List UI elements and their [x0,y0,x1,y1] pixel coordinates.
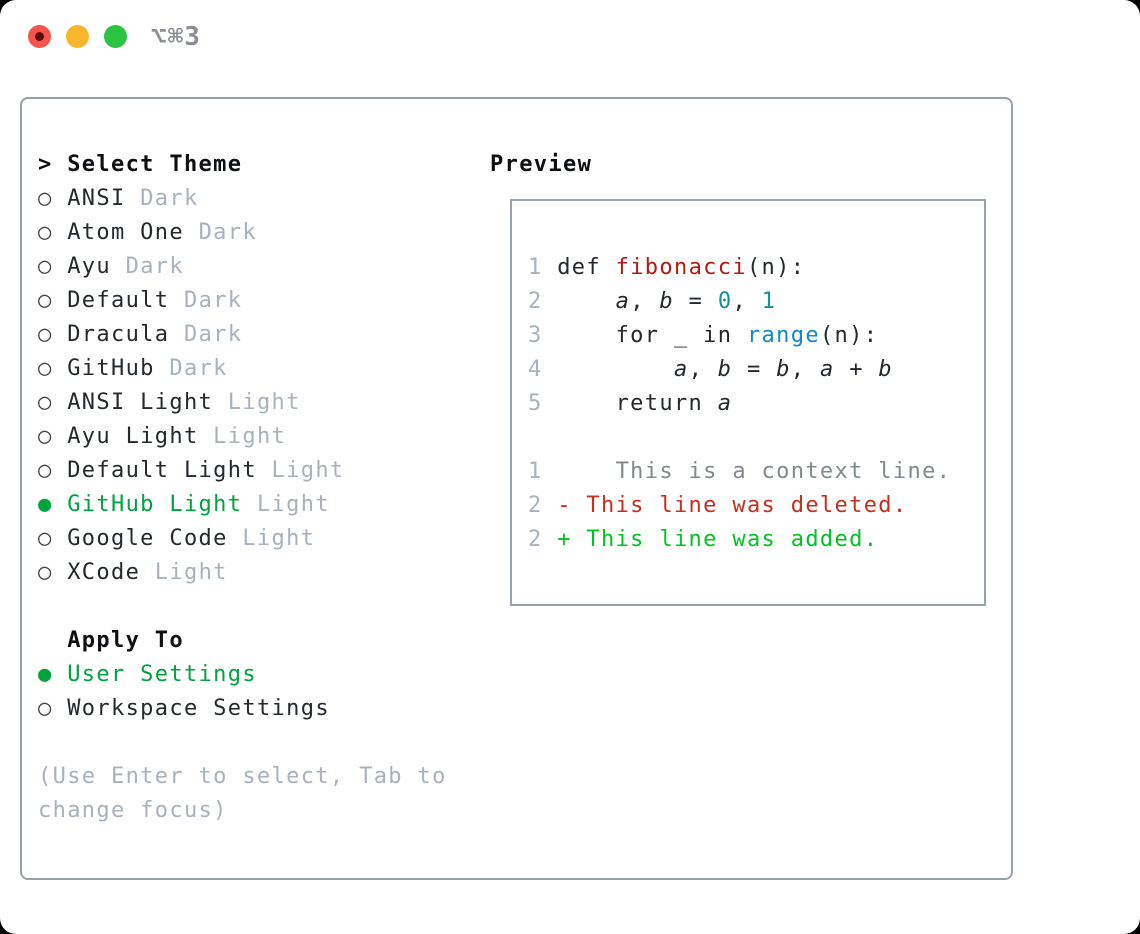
spacer-line [38,726,447,760]
theme-name: ANSI [52,186,126,211]
radio-icon: ○ [38,254,53,279]
theme-option-github-light[interactable]: ● GitHub Light Light [38,488,447,522]
diff-added-line: 2 + This line was added. [528,527,879,552]
radio-icon: ○ [38,288,53,313]
theme-option-xcode[interactable]: ○ XCode Light [38,556,447,590]
line-number: 4 [528,357,543,382]
keyboard-hint-line: (Use Enter to select, Tab to [38,764,447,789]
theme-name: ANSI Light [52,390,214,415]
diff-deleted-line: 2 - This line was deleted. [528,493,908,518]
line-number: 1 [528,255,543,280]
theme-option-ayu[interactable]: ○ Ayu Dark [38,250,447,284]
radio-icon: ○ [38,356,53,381]
code-line-1: 1 def fibonacci(n): [528,255,806,280]
theme-variant-tag: Dark [169,322,243,347]
line-number: 5 [528,391,543,416]
theme-option-ansi[interactable]: ○ ANSI Dark [38,182,447,216]
radio-icon: ○ [38,526,53,551]
theme-name: Google Code [52,526,228,551]
line-number: 2 [528,289,543,314]
theme-name: Ayu Light [52,424,199,449]
theme-option-dracula[interactable]: ○ Dracula Dark [38,318,447,352]
preview-box: 1 def fibonacci(n): 2 a, b = 0, 1 3 for _ … [510,199,986,606]
select-theme-header: > Select Theme [38,152,243,177]
theme-variant-tag: Dark [111,254,184,279]
theme-variant-tag: Dark [169,288,243,313]
theme-variant-tag: Light [227,526,316,551]
preview-code: 1 def fibonacci(n): 2 a, b = 0, 1 3 for _ … [528,251,951,557]
radio-icon: ○ [38,560,53,585]
close-button[interactable] [28,25,51,48]
theme-variant-tag: Dark [154,356,228,381]
blank-line [528,421,951,455]
theme-option-ayu-light[interactable]: ○ Ayu Light Light [38,420,447,454]
theme-option-atom-one[interactable]: ○ Atom One Dark [38,216,447,250]
zoom-button[interactable] [104,25,127,48]
apply-option-workspace-settings[interactable]: ○ Workspace Settings [38,692,447,726]
window-title: ⌥⌘3 [151,22,201,52]
radio-icon: ○ [38,458,53,483]
minimize-button[interactable] [66,25,89,48]
theme-variant-tag: Light [140,560,228,585]
line-number: 1 [528,459,543,484]
theme-name: Ayu [52,254,111,279]
theme-option-google-code[interactable]: ○ Google Code Light [38,522,447,556]
theme-menu: > Select Theme○ ANSI Dark○ Atom One Dark… [38,148,447,828]
line-number: 2 [528,527,543,552]
radio-icon: ○ [38,220,53,245]
apply-option-user-settings[interactable]: ● User Settings [38,658,447,692]
code-line-2: 2 a, b = 0, 1 [528,289,777,314]
theme-variant-tag: Light [198,424,287,449]
radio-icon: ○ [38,186,53,211]
diff-context-line: 1 This is a context line. [528,459,952,484]
code-line-3: 3 for _ in range(n): [528,323,879,348]
theme-name: Atom One [52,220,184,245]
radio-icon: ○ [38,696,53,721]
code-line-5: 5 return a [528,391,733,416]
spacer-line [38,590,447,624]
selected-radio-icon: ● [38,492,53,517]
preview-header: Preview [490,152,593,177]
theme-selector-panel [20,97,1013,880]
apply-option-label: Workspace Settings [52,696,330,721]
theme-option-default[interactable]: ○ Default Dark [38,284,447,318]
theme-name: Default [52,288,170,313]
keyboard-hint-line: change focus) [38,798,228,823]
radio-icon: ○ [38,390,53,415]
theme-variant-tag: Dark [125,186,199,211]
theme-name: Dracula [52,322,170,347]
theme-name: Default Light [52,458,257,483]
theme-option-github[interactable]: ○ GitHub Dark [38,352,447,386]
theme-variant-tag: Light [242,492,330,517]
apply-option-label: User Settings [52,662,257,687]
theme-variant-tag: Light [256,458,345,483]
radio-icon: ○ [38,322,53,347]
theme-variant-tag: Light [213,390,301,415]
line-number: 3 [528,323,543,348]
theme-variant-tag: Dark [183,220,257,245]
code-line-4: 4 a, b = b, a + b [528,357,894,382]
theme-name: GitHub Light [52,492,243,517]
theme-name: GitHub [52,356,155,381]
theme-option-ansi-light[interactable]: ○ ANSI Light Light [38,386,447,420]
apply-to-header: Apply To [38,628,184,653]
theme-option-default-light[interactable]: ○ Default Light Light [38,454,447,488]
theme-name: XCode [52,560,141,585]
line-number: 2 [528,493,543,518]
radio-icon: ○ [38,424,53,449]
selected-radio-icon: ● [38,662,53,687]
